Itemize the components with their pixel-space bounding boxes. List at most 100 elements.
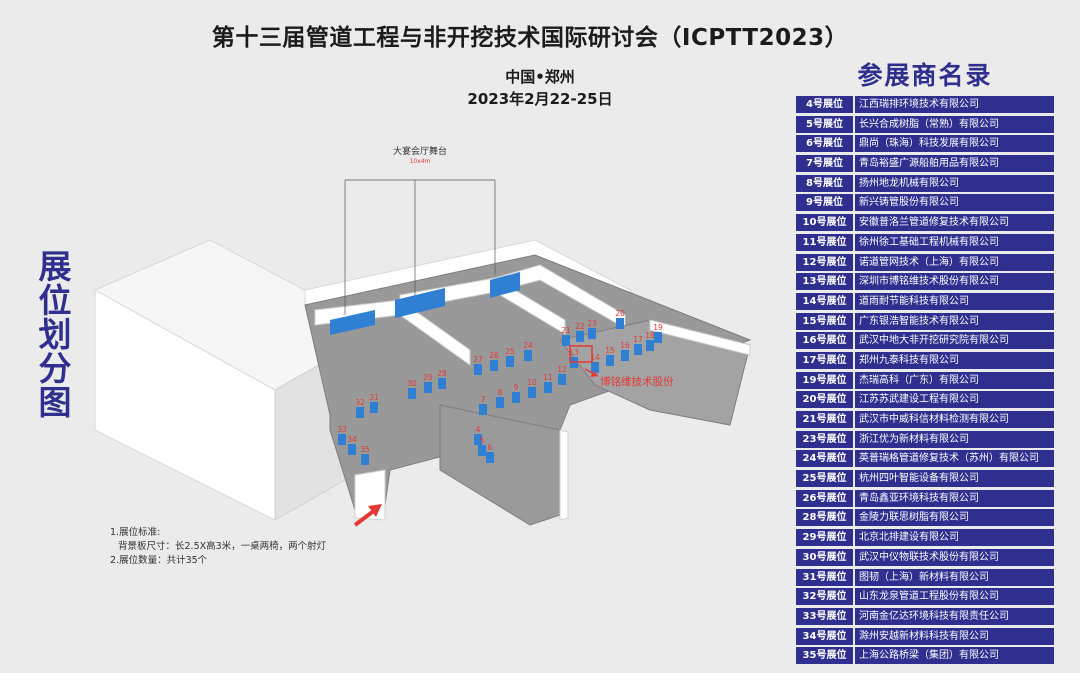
exhibitor-booth: 25号展位 xyxy=(796,470,853,488)
booth-number: 12 xyxy=(557,365,567,374)
exhibitor-row: 13号展位深圳市博铭维技术股份有限公司 xyxy=(796,273,1054,291)
exhibitor-company: 英普瑞格管道修复技术（苏州）有限公司 xyxy=(855,450,1054,468)
exhibitor-company: 道雨耐节能科技有限公司 xyxy=(855,292,1054,310)
side-title-char: 位 xyxy=(38,281,72,320)
date-text: 2023年2月22-25日 xyxy=(467,90,613,108)
booth-number: 34 xyxy=(347,435,357,444)
booth-number: 10 xyxy=(527,378,537,387)
exhibitor-booth: 26号展位 xyxy=(796,489,853,507)
exhibitor-company: 江西瑞排环境技术有限公司 xyxy=(855,96,1054,113)
booth-mark xyxy=(496,397,504,408)
exhibitor-company: 浙江优为新材料有限公司 xyxy=(855,430,1054,448)
booth-mark xyxy=(524,350,532,361)
booth-number: 8 xyxy=(498,388,503,397)
exhibitor-row: 29号展位北京北排建设有限公司 xyxy=(796,529,1054,547)
exhibitor-list: 4号展位江西瑞排环境技术有限公司 5号展位长兴合成树脂（常熟）有限公司 6号展位鼎尚… xyxy=(796,96,1054,667)
exhibitor-row: 6号展位鼎尚（珠海）科技发展有限公司 xyxy=(796,135,1054,153)
booth-mark xyxy=(361,454,369,465)
exhibitor-booth: 11号展位 xyxy=(796,233,853,251)
exhibitor-company: 滁州安越新材料科技有限公司 xyxy=(855,627,1054,645)
booth-mark xyxy=(576,331,584,342)
page-title: 第十三届管道工程与非开挖技术国际研讨会（ICPTT2023） xyxy=(211,25,849,51)
exhibitor-booth: 8号展位 xyxy=(796,174,853,192)
booth-mark xyxy=(506,356,514,367)
exhibitor-booth: 10号展位 xyxy=(796,214,853,232)
exhibitor-company: 广东银浩智能技术有限公司 xyxy=(855,312,1054,330)
booth-number: 35 xyxy=(360,445,370,454)
exhibitor-booth: 21号展位 xyxy=(796,411,853,428)
exhibitor-row: 19号展位杰瑞高科（广东）有限公司 xyxy=(796,371,1054,389)
notes-line-2: 背景板尺寸：长2.5X高3米，一桌两椅，两个射灯 xyxy=(118,541,327,552)
exhibitor-booth: 7号展位 xyxy=(796,155,853,173)
exhibitor-row: 25号展位杭州四叶智能设备有限公司 xyxy=(796,470,1054,488)
exhibitor-booth: 33号展位 xyxy=(796,607,853,625)
exhibitor-company: 河南金亿达环境科技有限责任公司 xyxy=(855,607,1054,625)
highlight-box xyxy=(569,345,593,363)
exhibitor-booth: 14号展位 xyxy=(796,292,853,310)
booth-number: 23 xyxy=(587,319,597,328)
booth-number: 24 xyxy=(523,341,533,350)
booth-number: 25 xyxy=(505,347,515,356)
booth-number: 4 xyxy=(476,425,481,434)
exhibitor-row: 16号展位武汉中地大非开挖研究院有限公司 xyxy=(796,332,1054,350)
exhibitor-company: 山东龙泉管道工程股份有限公司 xyxy=(855,588,1054,606)
booth-number: 33 xyxy=(337,425,347,434)
exhibitor-company: 武汉中地大非开挖研究院有限公司 xyxy=(855,332,1054,350)
exhibitor-booth: 4号展位 xyxy=(796,96,853,113)
exhibitor-row: 26号展位青岛鑫亚环境科技有限公司 xyxy=(796,489,1054,507)
booth-mark xyxy=(634,344,642,355)
booth-number: 21 xyxy=(561,326,571,335)
exhibitor-booth: 17号展位 xyxy=(796,351,853,369)
booth-number: 13 xyxy=(569,348,579,357)
highlight-arrow-head xyxy=(590,371,598,377)
booth-number: 15 xyxy=(605,346,615,355)
booth-number: 20 xyxy=(615,309,625,318)
exhibitor-row: 11号展位徐州徐工基础工程机械有限公司 xyxy=(796,233,1054,251)
exhibitor-company: 武汉中仪物联技术股份有限公司 xyxy=(855,548,1054,566)
exhibitor-booth: 13号展位 xyxy=(796,273,853,291)
booth-mark xyxy=(654,332,662,343)
booth-mark xyxy=(479,404,487,415)
exhibitor-company: 金陵力联思树脂有限公司 xyxy=(855,509,1054,527)
exhibitor-company: 杰瑞高科（广东）有限公司 xyxy=(855,371,1054,389)
booth-number: 19 xyxy=(653,323,663,332)
booth-number: 7 xyxy=(481,395,486,404)
exhibitor-company: 鼎尚（珠海）科技发展有限公司 xyxy=(855,135,1054,153)
exhibitor-booth: 6号展位 xyxy=(796,135,853,153)
notes-line-1: 1.展位标准: xyxy=(110,527,161,538)
booth-mark xyxy=(528,387,536,398)
booth-mark xyxy=(490,360,498,371)
booth-mark xyxy=(616,318,624,329)
exhibitor-row: 31号展位图韧（上海）新材料有限公司 xyxy=(796,568,1054,586)
exhibitor-row: 5号展位长兴合成树脂（常熟）有限公司 xyxy=(796,115,1054,133)
exhibitor-row: 32号展位山东龙泉管道工程股份有限公司 xyxy=(796,588,1054,606)
exhibitor-company: 新兴铸管股份有限公司 xyxy=(855,194,1054,212)
exhibitor-list-title: 参展商名录 xyxy=(857,61,993,90)
booth-mark xyxy=(588,328,596,339)
booth-mark xyxy=(408,388,416,399)
side-title-char: 展 xyxy=(38,247,72,286)
exhibitor-booth: 28号展位 xyxy=(796,509,853,527)
stage-board-3 xyxy=(490,272,520,298)
exhibitor-company: 青岛鑫亚环境科技有限公司 xyxy=(855,489,1054,507)
booth-number: 17 xyxy=(633,335,643,344)
booth-number: 5 xyxy=(480,436,485,445)
exhibitor-booth: 31号展位 xyxy=(796,568,853,586)
exhibitor-booth: 12号展位 xyxy=(796,253,853,271)
exhibitor-row: 21号展位武汉市中威科信材料检测有限公司 xyxy=(796,411,1054,428)
notes-line-3: 2.展位数量：共计35个 xyxy=(110,555,208,566)
exhibitor-row: 34号展位滁州安越新材料科技有限公司 xyxy=(796,627,1054,645)
exhibitor-company: 安徽普洛兰管道修复技术有限公司 xyxy=(855,214,1054,232)
exhibitor-company: 徐州徐工基础工程机械有限公司 xyxy=(855,233,1054,251)
exhibitor-booth: 16号展位 xyxy=(796,332,853,350)
booth-number: 11 xyxy=(543,373,553,382)
exhibitor-company: 诺道管网技术（上海）有限公司 xyxy=(855,253,1054,271)
exhibitor-company: 青岛裕盛广源船舶用品有限公司 xyxy=(855,155,1054,173)
exhibitor-company: 杭州四叶智能设备有限公司 xyxy=(855,470,1054,488)
exhibitor-booth: 24号展位 xyxy=(796,450,853,468)
booth-number: 18 xyxy=(645,331,655,340)
exhibitor-row: 14号展位道雨耐节能科技有限公司 xyxy=(796,292,1054,310)
exhibitor-row: 17号展位郑州九泰科技有限公司 xyxy=(796,351,1054,369)
corridor-wall xyxy=(559,429,569,521)
exhibitor-row: 15号展位广东银浩智能技术有限公司 xyxy=(796,312,1054,330)
